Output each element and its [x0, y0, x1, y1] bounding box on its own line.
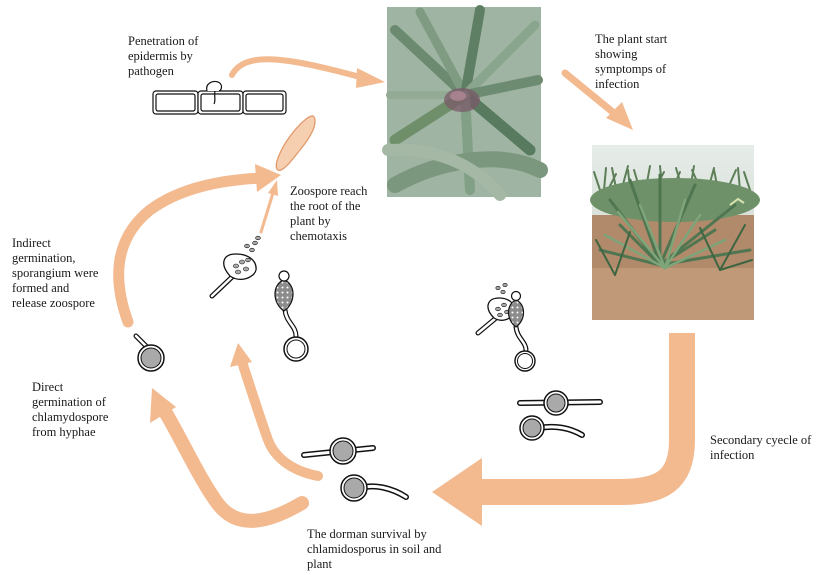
sporangium-with-germ-tube	[275, 271, 308, 361]
label-indirect-germination: Indirect germination, sporangium were fo…	[12, 236, 98, 311]
label-direct-germination: Direct germination of chlamydospore from…	[32, 380, 108, 440]
secondary-cycle-spores	[478, 283, 600, 440]
label-penetration: Penetration of epidermis by pathogen	[128, 34, 198, 79]
epidermis-cells	[153, 81, 286, 114]
arrow-to-plant-photo	[232, 59, 385, 88]
arrow-zoospore-to-root	[261, 180, 278, 232]
label-dorman-survival: The dorman survival by chlamidosporus in…	[307, 527, 441, 572]
label-secondary-cycle: Secondary cyecle of infection	[710, 433, 811, 463]
direct-germination-spore	[136, 336, 164, 371]
survival-chlamydospores	[304, 438, 406, 501]
label-zoospore: Zoospore reach the root of the plant by …	[290, 184, 367, 244]
zoospore-release-sporangium	[212, 236, 260, 296]
pineapple-closeup-photo	[387, 7, 541, 197]
plant-root-shape	[276, 116, 315, 170]
pineapple-field-photo	[590, 145, 760, 320]
label-symptoms: The plant start showing symptomps of inf…	[595, 32, 667, 92]
